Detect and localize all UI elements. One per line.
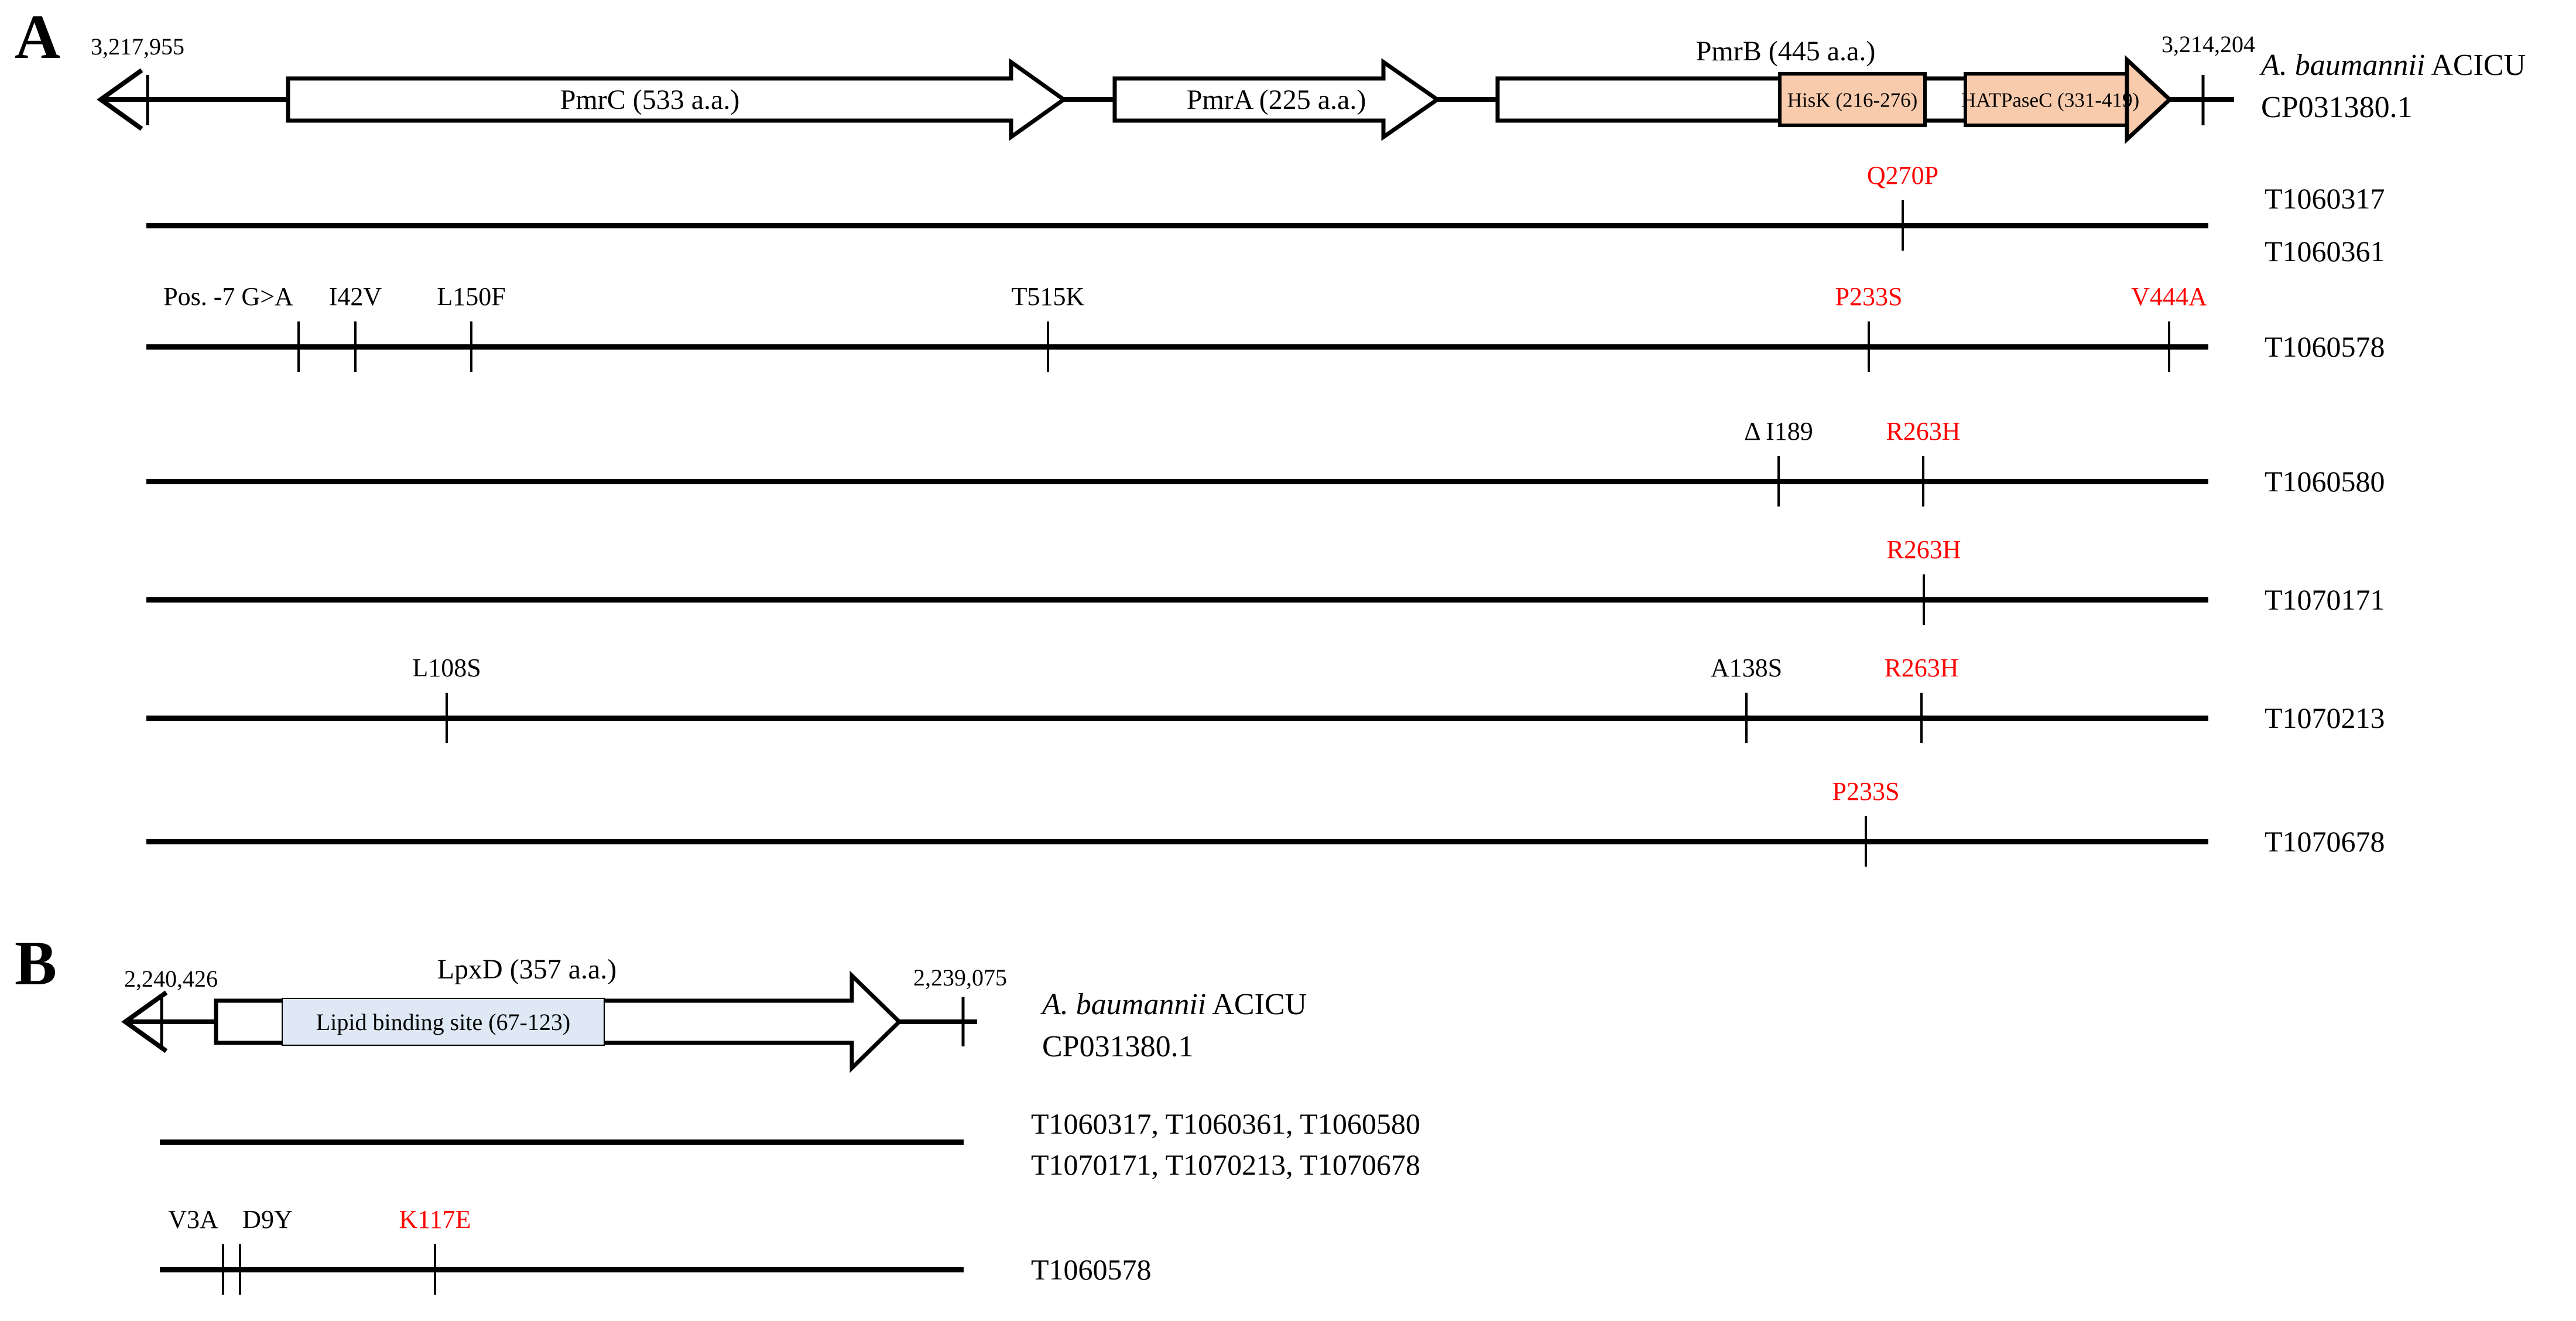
strain-label: T1060580 bbox=[2265, 465, 2385, 498]
mutation-label: A138S bbox=[1710, 653, 1783, 682]
species-name: A. baumannii bbox=[2261, 49, 2426, 82]
mutation-label: R263H bbox=[1884, 653, 1959, 682]
strain-name: ACICU bbox=[1212, 988, 1307, 1021]
pmrb-arrowhead bbox=[2125, 54, 2173, 145]
genome-coord-a-left: 3,217,955 bbox=[91, 33, 184, 60]
mutation-tick bbox=[1777, 456, 1780, 507]
mutation-tick bbox=[222, 1244, 224, 1295]
hisk-domain-box bbox=[1778, 72, 1927, 127]
strain-label: T1070171, T1070213, T1070678 bbox=[1031, 1148, 1420, 1181]
strain-label: T1070213 bbox=[2265, 701, 2385, 734]
mutation-label: L108S bbox=[412, 653, 481, 682]
panel-a-letter: A bbox=[15, 2, 60, 72]
mutation-label: R263H bbox=[1886, 535, 1961, 564]
mutation-tick bbox=[1047, 321, 1049, 372]
strain-label: T1060578 bbox=[2265, 330, 2385, 363]
species-name: A. baumannii bbox=[1042, 988, 1207, 1021]
lipid-binding-site-label: Lipid binding site (67-123) bbox=[316, 1009, 571, 1035]
mutation-label: L150F bbox=[437, 282, 506, 311]
mutation-label: P233S bbox=[1835, 282, 1903, 311]
hatpasec-domain-label: HATPaseC (331-419) bbox=[1961, 88, 2140, 112]
mutation-tick bbox=[1868, 321, 1870, 372]
mutation-tick bbox=[434, 1244, 436, 1295]
mutation-label: P233S bbox=[1832, 777, 1900, 806]
mutation-tick bbox=[239, 1244, 241, 1295]
mutation-label: Δ I189 bbox=[1744, 417, 1813, 446]
strain-line bbox=[146, 839, 2208, 844]
strain-line bbox=[160, 1139, 964, 1145]
strain-label: T1070678 bbox=[2265, 825, 2385, 858]
pmrb-gene-label: PmrB (445 a.a.) bbox=[1695, 36, 1876, 67]
left-arrowhead-a bbox=[97, 68, 143, 131]
reference-accession-a: CP031380.1 bbox=[2261, 91, 2413, 124]
mutation-label: T515K bbox=[1011, 282, 1085, 311]
mutation-label: K117E bbox=[399, 1205, 471, 1234]
strain-label: T1060317, T1060361, T1060580 bbox=[1031, 1107, 1420, 1140]
mutation-tick bbox=[446, 693, 448, 743]
genome-coord-b-right: 2,239,075 bbox=[913, 964, 1007, 991]
genome-coord-b-left: 2,240,426 bbox=[124, 966, 218, 992]
mutation-label: V3A bbox=[168, 1205, 218, 1234]
mutation-label: V444A bbox=[2131, 282, 2207, 311]
mutation-tick bbox=[2168, 321, 2170, 372]
mutation-tick bbox=[1922, 456, 1924, 507]
strain-line bbox=[146, 479, 2208, 484]
reference-strain-a: A. baumannii ACICU bbox=[2261, 50, 2526, 81]
mutation-label: I42V bbox=[328, 282, 382, 311]
reference-accession-b: CP031380.1 bbox=[1042, 1030, 1194, 1063]
strain-name: ACICU bbox=[2431, 49, 2526, 82]
mutation-tick bbox=[1902, 200, 1904, 251]
mutation-label: R263H bbox=[1886, 417, 1961, 446]
reference-strain-b: A. baumannii ACICU bbox=[1042, 990, 1307, 1020]
strain-line bbox=[160, 1267, 964, 1272]
strain-label: T1060578 bbox=[1031, 1253, 1152, 1286]
left-arrowhead-b bbox=[121, 990, 168, 1053]
strain-label: T1060361 bbox=[2265, 235, 2385, 268]
panel-b-letter: B bbox=[15, 929, 57, 998]
hisk-domain-label: HisK (216-276) bbox=[1787, 88, 1918, 112]
strain-label: T1070171 bbox=[2265, 583, 2385, 616]
pmrc-gene-label: PmrC (533 a.a.) bbox=[560, 84, 740, 115]
mutation-label: Pos. -7 G>A bbox=[163, 282, 293, 311]
lpxd-gene-label: LpxD (357 a.a.) bbox=[437, 954, 617, 985]
strain-line bbox=[146, 716, 2208, 721]
mutation-label: D9Y bbox=[242, 1205, 293, 1234]
mutation-tick bbox=[470, 321, 472, 372]
pmra-gene-label: PmrA (225 a.a.) bbox=[1186, 84, 1366, 115]
genome-coord-a-right: 3,214,204 bbox=[2161, 31, 2255, 57]
mutation-label: Q270P bbox=[1866, 161, 1939, 190]
mutation-tick bbox=[1745, 693, 1748, 743]
lipid-binding-site-box bbox=[282, 998, 605, 1046]
mutation-tick bbox=[297, 321, 300, 372]
mutation-tick bbox=[1920, 693, 1923, 743]
pmrc-gene-arrow bbox=[286, 58, 1068, 141]
pmra-gene-arrow bbox=[1112, 58, 1441, 141]
strain-line bbox=[146, 223, 2208, 228]
mutation-tick bbox=[1865, 816, 1867, 867]
mutation-tick bbox=[1923, 574, 1925, 625]
strain-label: T1060317 bbox=[2265, 182, 2385, 215]
strain-line bbox=[146, 597, 2208, 603]
mutation-tick bbox=[354, 321, 357, 372]
strain-line bbox=[146, 344, 2208, 350]
